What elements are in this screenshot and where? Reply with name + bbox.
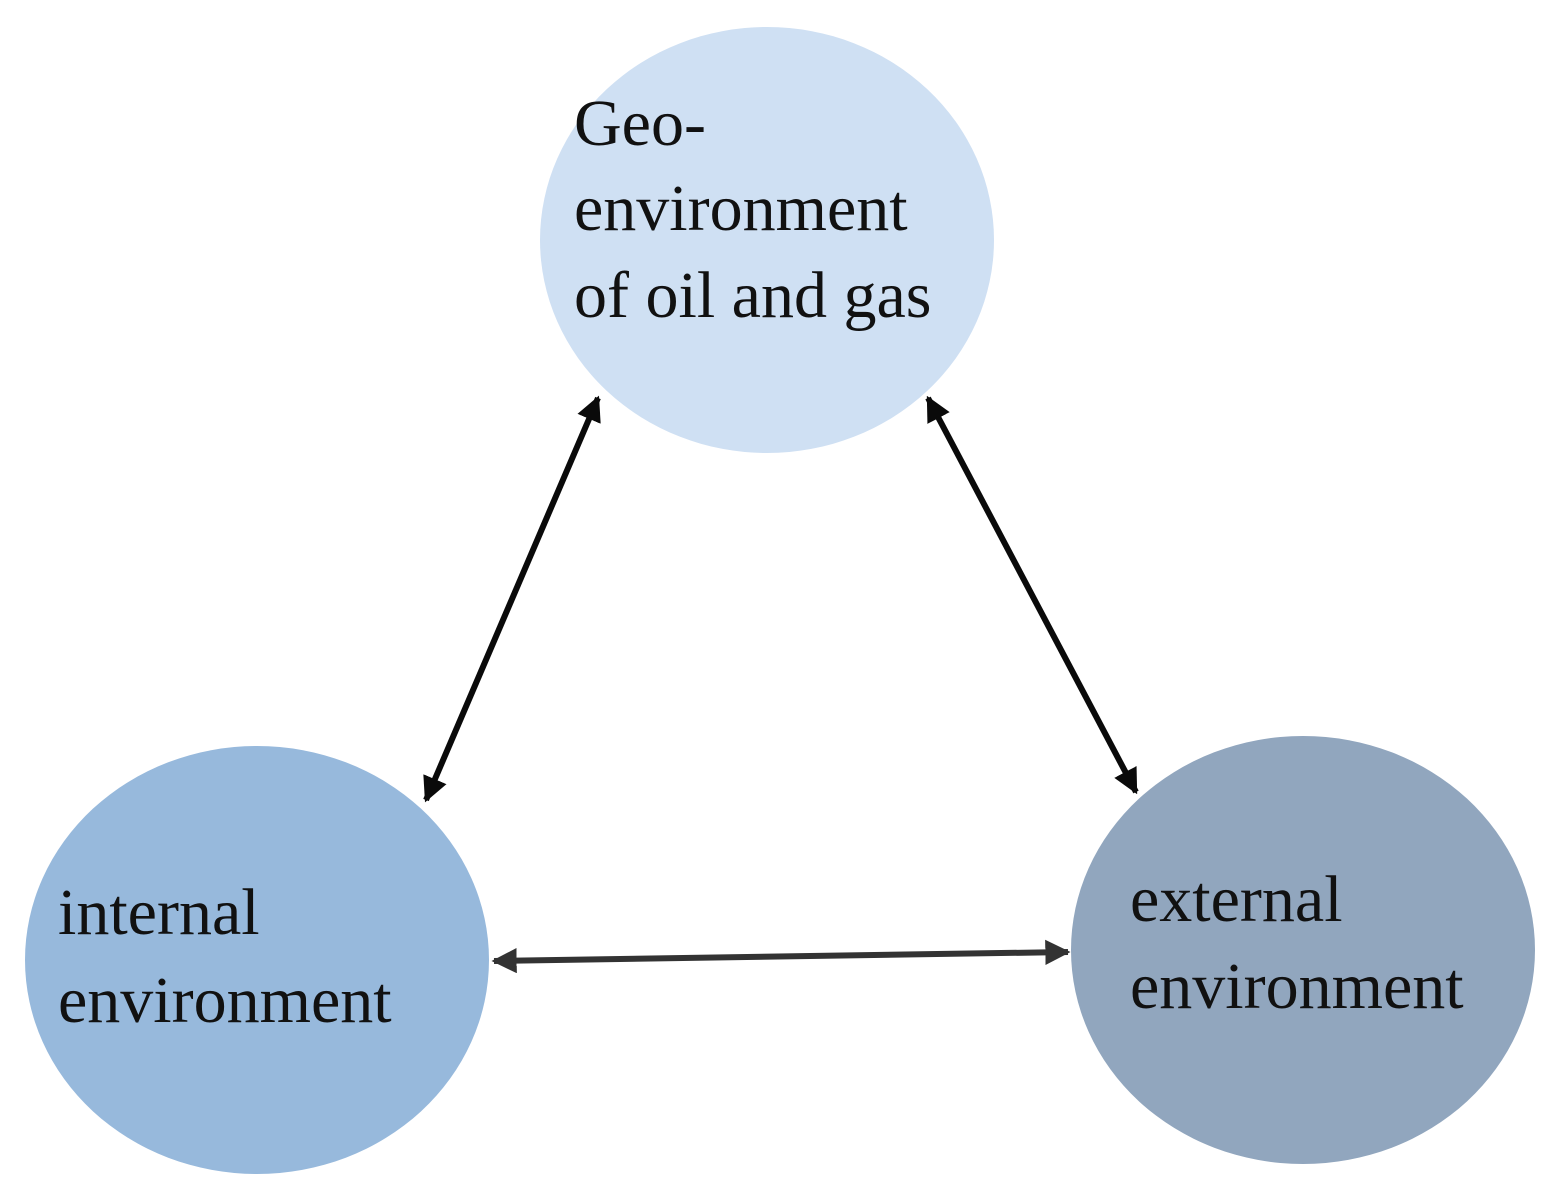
internal-node-label: internal environment <box>58 876 392 1037</box>
geo-label-line-1: Geo- <box>574 87 706 160</box>
geo-label-line-2: environment <box>574 172 908 245</box>
internal-label-line-2: environment <box>58 964 392 1037</box>
external-label-line-1: external <box>1130 863 1343 936</box>
internal-label-line-1: internal <box>58 876 260 949</box>
external-label-line-2: environment <box>1130 950 1464 1023</box>
arrow-geo-external <box>925 395 1139 795</box>
arrow-internal-external <box>491 939 1071 974</box>
arrow-geo-internal <box>423 395 601 803</box>
geo-environment-node <box>540 27 994 453</box>
geo-label-line-3: of oil and gas <box>574 259 931 332</box>
geo-node-label: Geo- environment of oil and gas <box>574 87 931 332</box>
external-environment-node <box>1071 736 1535 1164</box>
external-node-label: external environment <box>1130 863 1464 1023</box>
internal-environment-node <box>25 746 489 1174</box>
